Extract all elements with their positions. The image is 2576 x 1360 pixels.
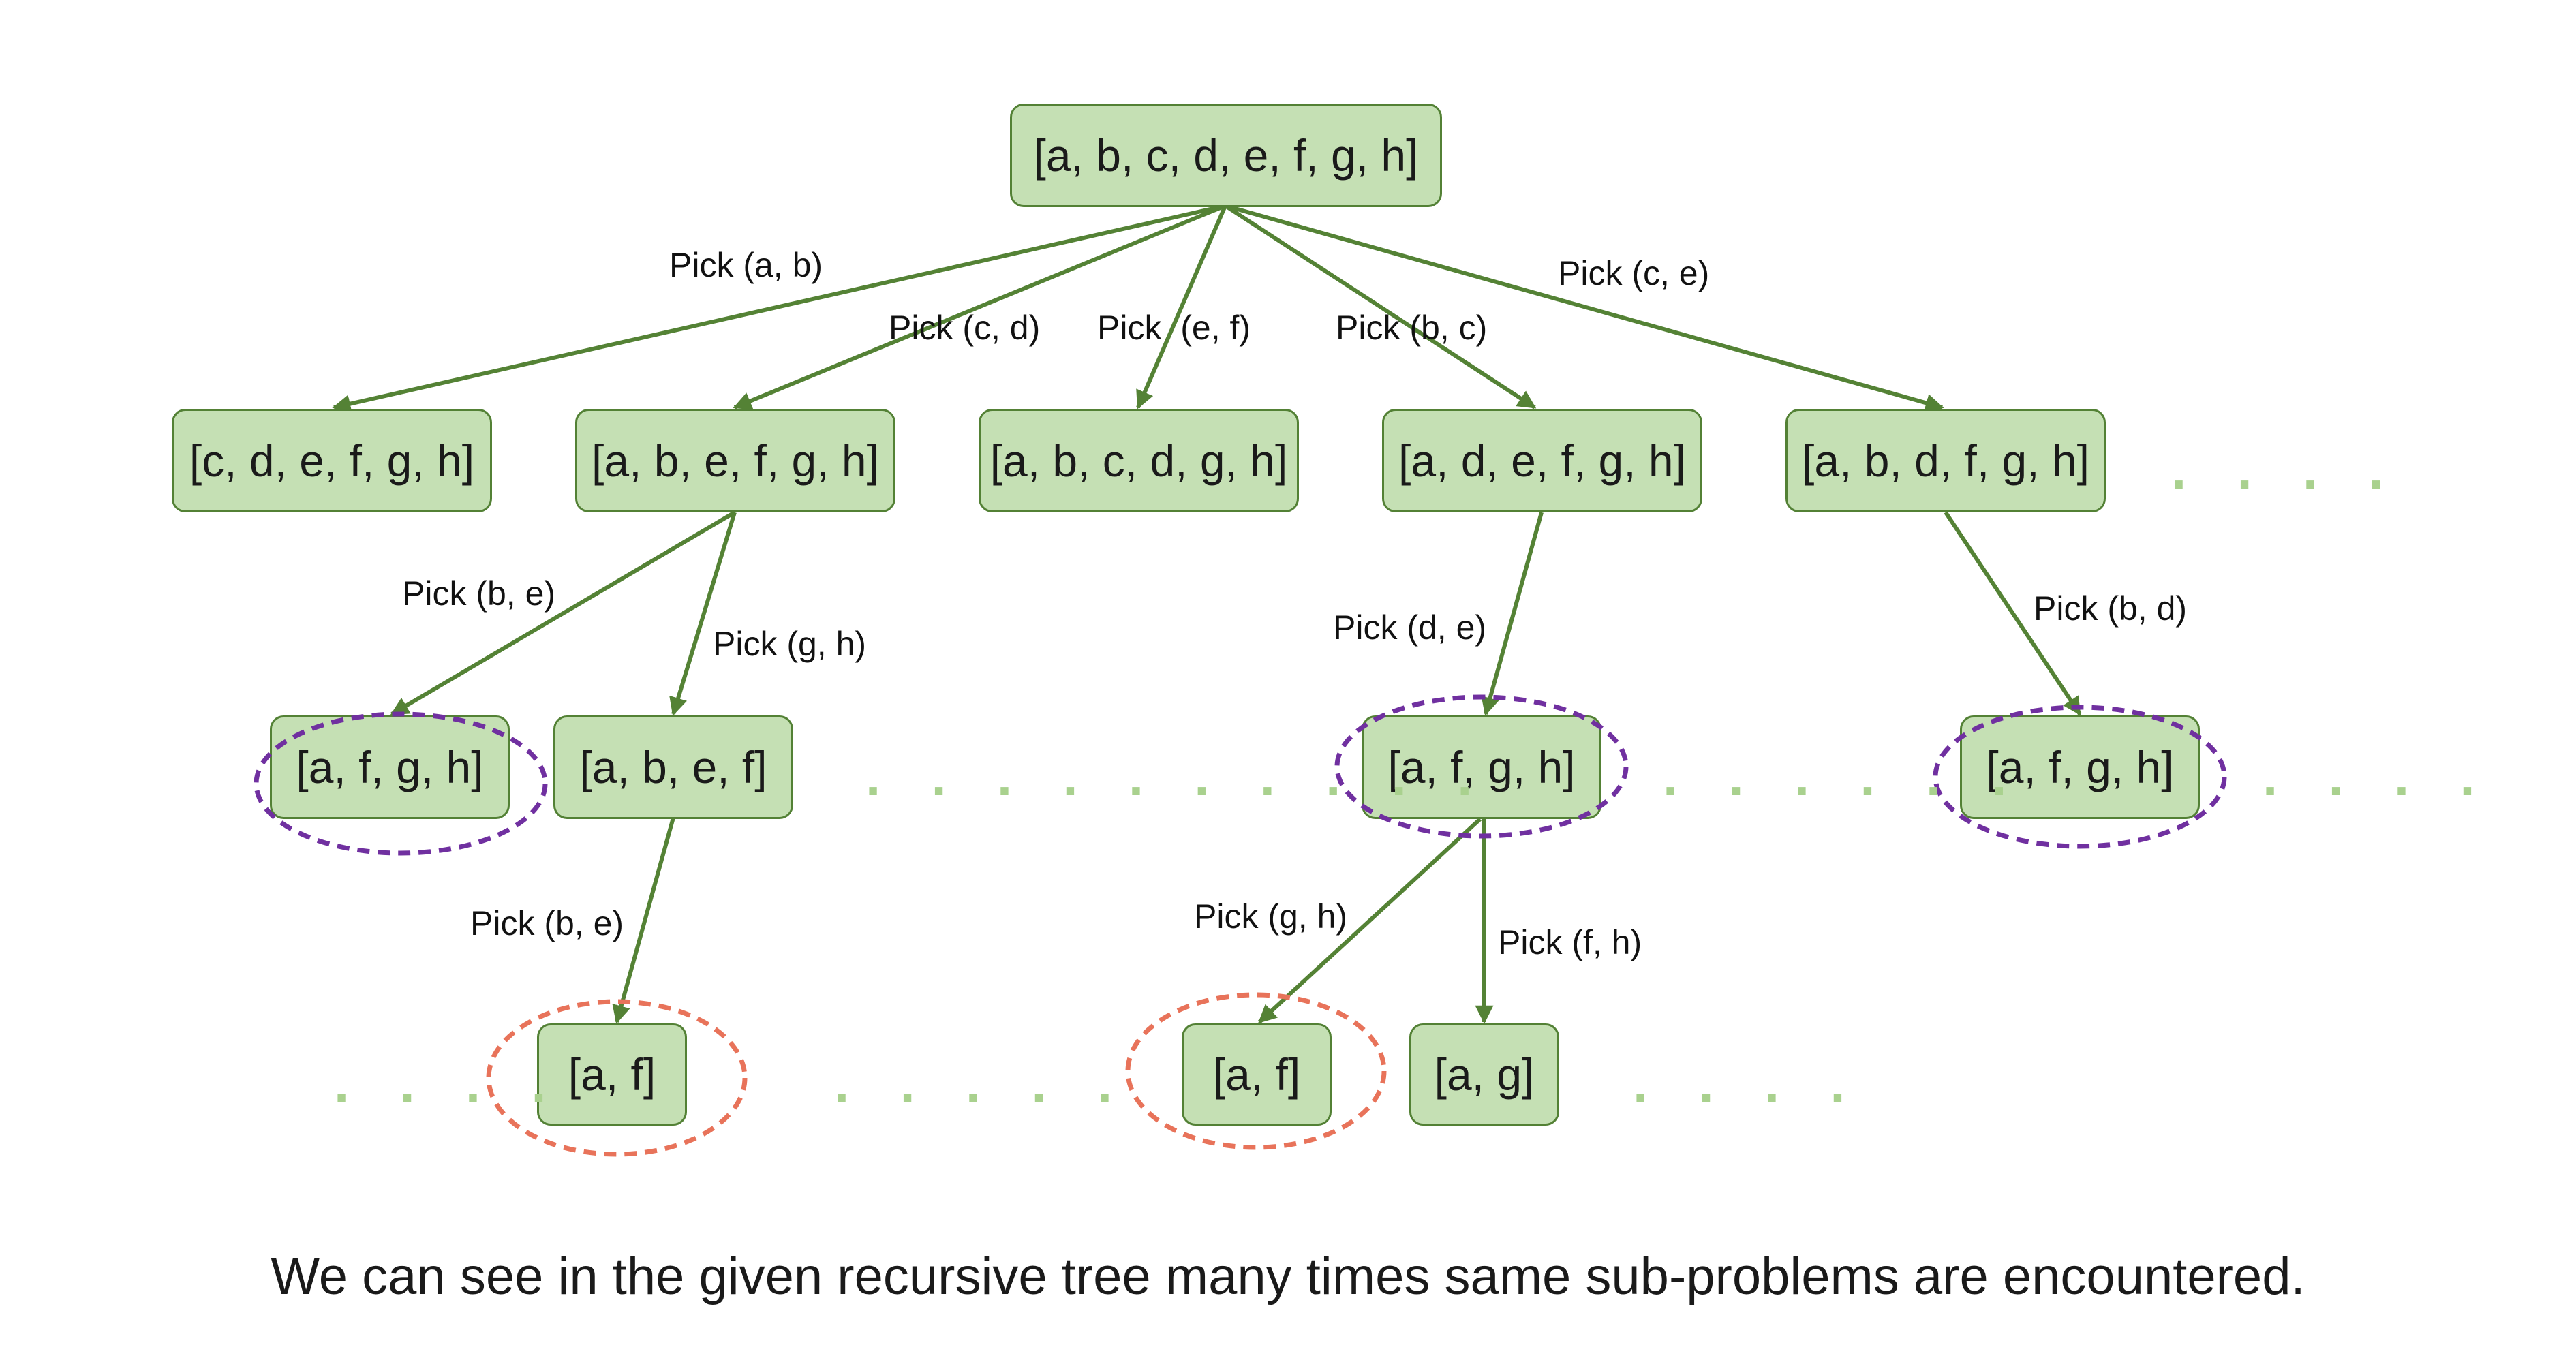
edge-l1-5-to-l2-4 — [1944, 511, 2082, 716]
tree-node-root: [a, b, c, d, e, f, g, h] — [1010, 104, 1442, 207]
ellipsis-row2-c: . . . . — [2263, 746, 2493, 807]
edge-l2-2-to-l3-1 — [612, 817, 675, 1024]
ellipsis-row3-c: . . . . — [1633, 1053, 1863, 1113]
edge-label-l2-3-l3-2: Pick (g, h) — [1194, 897, 1348, 936]
tree-node-l3-1: [a, f] — [537, 1023, 687, 1126]
diagram-caption: We can see in the given recursive tree m… — [271, 1248, 2305, 1305]
edge-label-root-l1-3: Pick (e, f) — [1097, 309, 1251, 347]
repeat-highlight-l2-3 — [1334, 694, 1629, 839]
edge-root-to-l1-3 — [1136, 204, 1227, 409]
tree-node-l2-1: [a, f, g, h] — [270, 715, 510, 819]
edge-l1-2-to-l2-1 — [390, 510, 736, 716]
edge-label-root-l1-4: Pick (b, c) — [1336, 309, 1488, 347]
tree-node-l2-3: [a, f, g, h] — [1362, 715, 1601, 819]
edge-l2-3-to-l3-2 — [1257, 817, 1482, 1024]
repeat-highlight-l2-4 — [1933, 705, 2227, 849]
edge-label-l1-2-l2-1: Pick (b, e) — [402, 574, 556, 613]
tree-node-l1-3: [a, b, c, d, g, h] — [979, 409, 1299, 512]
tree-node-l1-2: [a, b, e, f, g, h] — [575, 409, 895, 512]
edge-root-to-l1-5 — [1225, 204, 1944, 412]
tree-node-l2-2: [a, b, e, f] — [553, 715, 793, 819]
tree-node-l2-4: [a, f, g, h] — [1960, 715, 2200, 819]
edge-label-l1-4-l2-3: Pick (d, e) — [1333, 608, 1487, 647]
edge-root-to-l1-4 — [1224, 204, 1537, 409]
edge-label-root-l1-2: Pick (c, d) — [889, 309, 1041, 347]
edge-label-l1-5-l2-4: Pick (b, d) — [2034, 589, 2188, 628]
ellipsis-row2-a: . . . . . . . . . . — [865, 746, 1490, 807]
edge-label-root-l1-1: Pick (a, b) — [669, 246, 823, 284]
edge-root-to-l1-2 — [733, 204, 1227, 410]
tree-node-l1-1: [c, d, e, f, g, h] — [172, 409, 492, 512]
edge-label-root-l1-5: Pick (c, e) — [1558, 254, 1710, 292]
edge-root-to-l1-1 — [332, 204, 1226, 413]
tree-node-l3-2: [a, f] — [1182, 1023, 1332, 1126]
tree-node-l3-3: [a, g] — [1409, 1023, 1559, 1126]
repeat-highlight-l2-1 — [254, 711, 548, 856]
tree-node-l1-4: [a, d, e, f, g, h] — [1382, 409, 1702, 512]
repeat-highlight-l3-2 — [1125, 992, 1387, 1150]
ellipsis-row3-a: . . . . — [334, 1053, 564, 1113]
edge-l1-2-to-l2-2 — [669, 512, 737, 716]
ellipsis-row2-b: . . . . . . — [1663, 746, 2025, 807]
edge-l1-4-to-l2-3 — [1481, 512, 1544, 716]
edge-label-l2-3-l3-3: Pick (f, h) — [1498, 923, 1642, 961]
tree-node-l1-5: [a, b, d, f, g, h] — [1785, 409, 2106, 512]
repeat-highlight-l3-1 — [486, 999, 748, 1157]
ellipsis-row1-right: . . . . — [2171, 439, 2402, 500]
edge-label-l1-2-l2-2: Pick (g, h) — [713, 625, 867, 663]
edge-label-l2-2-l3-1: Pick (b, e) — [470, 904, 624, 942]
ellipsis-row3-b: . . . . . — [834, 1053, 1131, 1113]
